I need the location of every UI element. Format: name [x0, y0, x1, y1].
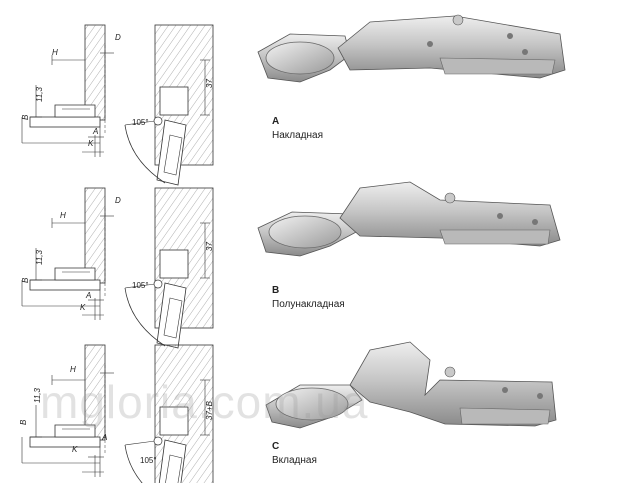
- dim-d-a: D: [115, 33, 121, 42]
- hinge-b-image: [257, 181, 561, 257]
- hinge-c-image: [265, 341, 557, 429]
- dim-b-a: B: [21, 114, 30, 120]
- dim-113-a: 11,3: [35, 86, 44, 102]
- variant-a-drawings: [21, 24, 214, 186]
- angle-b: 105°: [132, 281, 149, 290]
- dim-a-a: A: [92, 127, 98, 136]
- dim-h-c: H: [70, 365, 76, 374]
- dim-37b-c: 37+B: [205, 400, 214, 420]
- watermark-text: mgloria.com.ua: [40, 376, 368, 428]
- caption-name-c: Вкладная: [272, 455, 317, 466]
- angle-c: 105°: [140, 456, 157, 465]
- dim-k-c: K: [72, 445, 78, 454]
- variant-b-drawings: [21, 187, 214, 349]
- dim-113-c: 11,3: [33, 387, 42, 403]
- dim-k-a: K: [88, 139, 94, 148]
- dim-h-b: H: [60, 211, 66, 220]
- dim-h-a: H: [52, 48, 58, 57]
- dim-b-c: B: [19, 419, 28, 425]
- dim-d-b: D: [115, 196, 121, 205]
- dim-a-c: A: [101, 433, 107, 442]
- dim-37-b: 37: [205, 242, 214, 251]
- caption-letter-c: C: [272, 441, 279, 452]
- dim-b-b: B: [21, 277, 30, 283]
- angle-a: 105°: [132, 118, 149, 127]
- dim-113-b: 11,3: [35, 249, 44, 265]
- dim-k-b: K: [80, 303, 86, 312]
- caption-name-b: Полунакладная: [272, 299, 345, 310]
- dim-a-b: A: [85, 291, 91, 300]
- dim-37-a: 37: [205, 79, 214, 88]
- caption-letter-a: A: [272, 116, 279, 127]
- caption-name-a: Накладная: [272, 130, 323, 141]
- caption-letter-b: B: [272, 285, 279, 296]
- hinge-a-image: [257, 14, 566, 83]
